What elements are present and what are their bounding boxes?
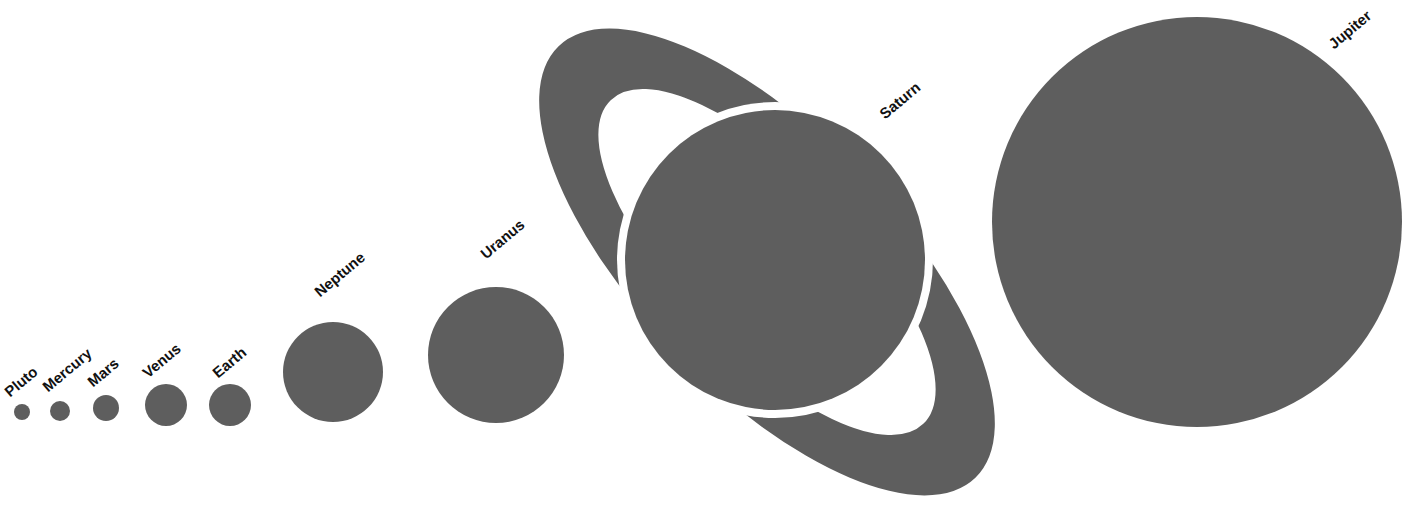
planet-disc: [93, 395, 119, 421]
saturn-ring: [467, 0, 1068, 519]
planet-name: Venus: [140, 340, 184, 381]
planet: Mars: [93, 395, 119, 421]
planet: Earth: [209, 384, 251, 426]
planet-name: Saturn: [877, 79, 924, 122]
planet-disc: [992, 17, 1402, 427]
ring-band: [467, 0, 1068, 519]
planet-name: Pluto: [2, 364, 41, 400]
planet-disc: [50, 401, 70, 421]
planet: Neptune: [283, 322, 383, 422]
planet-disc: [428, 287, 564, 423]
planet: Mercury: [50, 401, 70, 421]
ring-gap: [617, 102, 933, 418]
planet-disc: [145, 384, 187, 426]
planet-disc: [14, 404, 30, 420]
planet-disc: [93, 395, 119, 421]
planet-disc: [625, 110, 925, 410]
planet-disc: [145, 384, 187, 426]
planet-name: Mercury: [40, 345, 95, 395]
planet: Venus: [145, 384, 187, 426]
planet-disc: [992, 17, 1402, 427]
planet-disc: [625, 110, 925, 410]
planet-disc: [209, 384, 251, 426]
planet-name: Uranus: [478, 217, 528, 262]
planet-name: Neptune: [312, 249, 368, 300]
planet-disc: [283, 322, 383, 422]
planet-disc: [14, 404, 30, 420]
planet: Jupiter: [992, 17, 1402, 427]
planet: Uranus: [428, 287, 564, 423]
planet-disc: [428, 287, 564, 423]
planet-disc: [209, 384, 251, 426]
planet: Saturn: [625, 110, 925, 410]
planet-disc: [50, 401, 70, 421]
planet-disc: [283, 322, 383, 422]
ring-gap: [552, 44, 981, 480]
planet-name: Earth: [210, 344, 250, 381]
planet: Pluto: [14, 404, 30, 420]
planet-name: Jupiter: [1326, 8, 1375, 52]
